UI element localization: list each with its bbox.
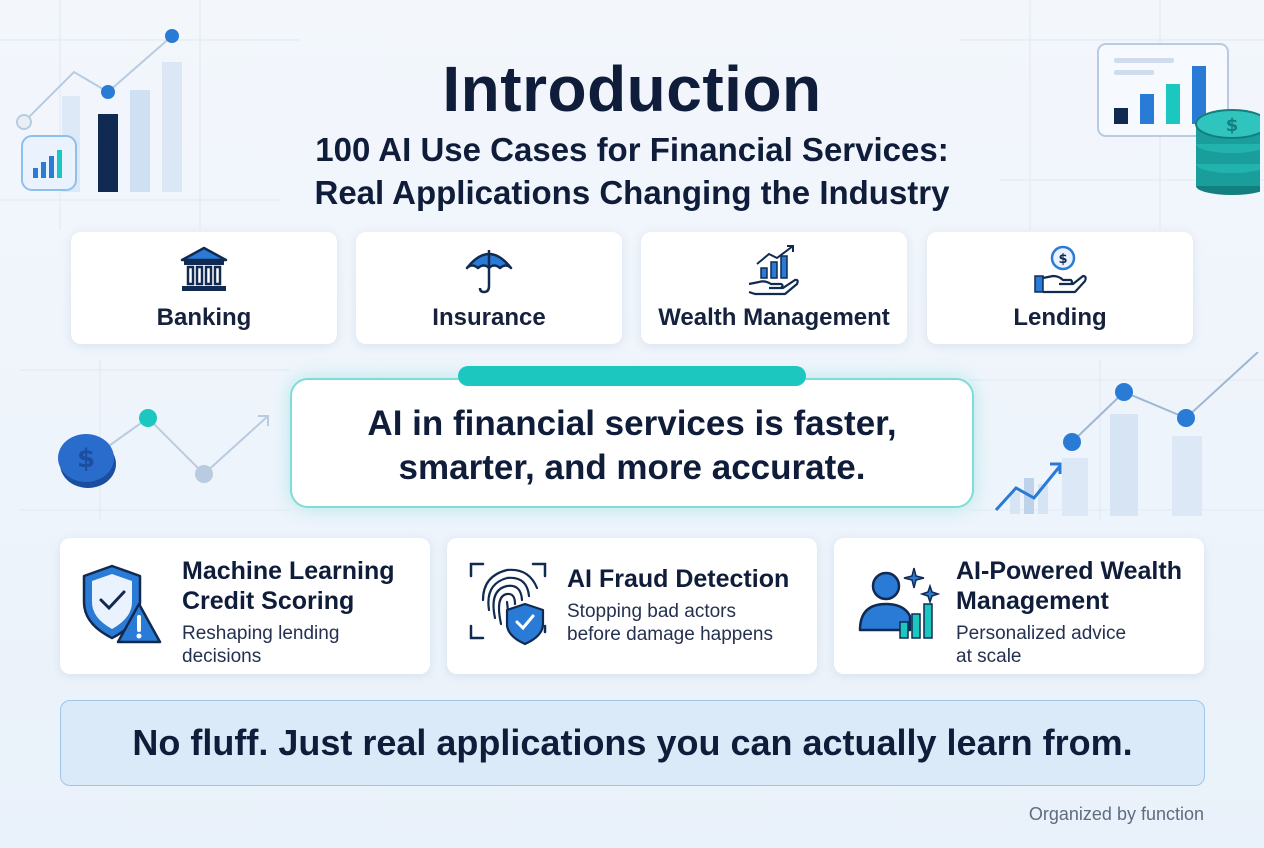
subtitle-line-2: Real Applications Changing the Industry [314, 174, 950, 211]
category-card-banking[interactable]: Banking [71, 232, 337, 344]
statement-line-2: smarter, and more accurate. [398, 448, 866, 487]
feature-title-line-1: AI-Powered Wealth [956, 557, 1182, 585]
feature-desc-line-2: at scale [956, 646, 1022, 667]
feature-title: AI-Powered Wealth Management [956, 556, 1182, 616]
decorative-line-chart-top-left [16, 29, 182, 192]
category-card-insurance[interactable]: Insurance [356, 232, 622, 344]
subtitle-line-1: 100 AI Use Cases for Financial Services: [315, 131, 949, 168]
key-statement: AI in financial services is faster, smar… [290, 378, 974, 508]
feature-description: Personalized advice at scale [956, 622, 1126, 668]
feature-desc-line-2: before damage happens [567, 624, 773, 645]
category-label: Wealth Management [658, 304, 890, 331]
footnote: Organized by function [1028, 804, 1204, 824]
accent-bar [458, 366, 806, 386]
shield-warning-icon [82, 564, 162, 644]
feature-title: Machine Learning Credit Scoring [182, 556, 395, 616]
category-label: Lending [1013, 304, 1107, 331]
svg-text:$: $ [1058, 252, 1067, 267]
feature-title-line-1: Machine Learning [182, 557, 395, 585]
fingerprint-shield-icon [469, 562, 547, 646]
umbrella-icon [465, 250, 513, 294]
page-title: Introduction [442, 53, 822, 125]
category-card-lending[interactable]: $ Lending [927, 232, 1193, 344]
feature-desc-line-1: Reshaping lending [182, 623, 340, 644]
feature-desc-line-1: Personalized advice [956, 623, 1127, 644]
category-label: Insurance [432, 304, 546, 331]
feature-description: Stopping bad actors before damage happen… [567, 600, 773, 646]
dashboard-coins-icon: $ [1097, 43, 1260, 195]
feature-desc-line-2: decisions [182, 646, 262, 667]
coin-hand-icon: $ [1034, 245, 1087, 294]
chart-badge-icon [21, 135, 77, 191]
feature-description: Reshaping lending decisions [182, 622, 339, 668]
feature-card-wealth-management[interactable]: AI-Powered Wealth Management Personalize… [834, 538, 1204, 674]
coin-trend-icon: $ [58, 409, 269, 488]
feature-card-credit-scoring[interactable]: Machine Learning Credit Scoring Reshapin… [60, 538, 430, 674]
svg-text:$: $ [77, 444, 95, 474]
statement-line-1: AI in financial services is faster, [367, 404, 897, 443]
svg-text:$: $ [1226, 115, 1239, 136]
feature-card-fraud-detection[interactable]: AI Fraud Detection Stopping bad actors b… [447, 538, 817, 674]
category-card-wealth-management[interactable]: Wealth Management [641, 232, 907, 344]
feature-title: AI Fraud Detection [567, 565, 790, 593]
page-subtitle: 100 AI Use Cases for Financial Services:… [0, 128, 1264, 214]
feature-title-line-2: Management [956, 587, 1109, 615]
feature-title-line-2: Credit Scoring [182, 587, 355, 615]
category-label: Banking [156, 304, 252, 331]
bottom-banner: No fluff. Just real applications you can… [60, 700, 1205, 786]
growth-hand-icon [748, 245, 799, 296]
growth-chart-icon [994, 352, 1259, 516]
person-chart-icon [858, 567, 941, 639]
bank-icon [180, 246, 228, 291]
feature-desc-line-1: Stopping bad actors [567, 601, 737, 622]
